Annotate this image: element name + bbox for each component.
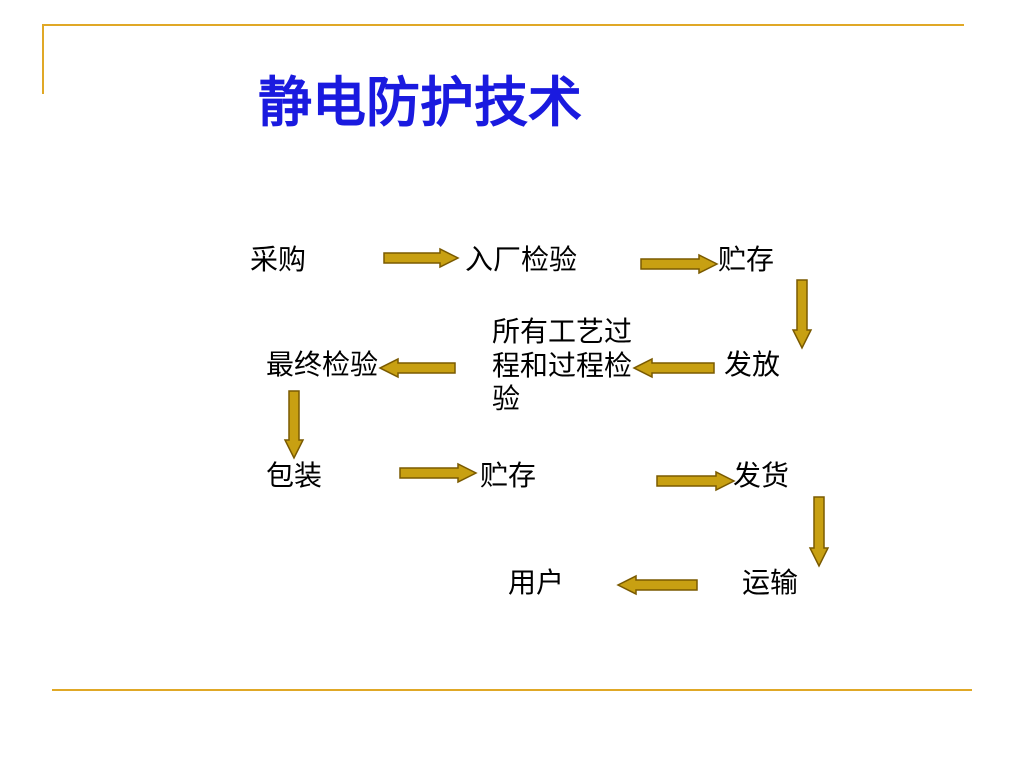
arrow-purchase-to-incoming: [383, 247, 460, 269]
left-accent-line: [42, 24, 44, 94]
node-shipment: 发货: [733, 459, 790, 492]
node-transport: 运输: [742, 566, 799, 599]
arrow-final-inspection-to-packaging: [283, 390, 305, 460]
node-storage-1: 贮存: [718, 243, 775, 276]
arrow-packaging-to-storage-2: [399, 462, 478, 484]
arrow-release-to-process: [632, 357, 715, 379]
node-final-inspection: 最终检验: [266, 348, 379, 381]
node-purchase: 采购: [250, 243, 307, 276]
node-packaging: 包装: [266, 459, 323, 492]
top-accent-line: [42, 24, 964, 26]
arrow-storage-2-to-shipment: [656, 470, 736, 492]
node-user: 用户: [508, 566, 565, 599]
node-release: 发放: [724, 348, 781, 381]
node-storage-2: 贮存: [480, 459, 537, 492]
arrow-transport-to-user: [616, 574, 698, 596]
bottom-accent-line: [52, 689, 972, 691]
node-all-process-inspection: 所有工艺过程和过程检验: [492, 315, 633, 416]
arrow-storage-1-to-release: [791, 279, 813, 350]
arrow-process-to-final-inspection: [378, 357, 456, 379]
arrow-shipment-to-transport: [808, 496, 830, 568]
arrow-incoming-to-storage-1: [640, 253, 719, 275]
slide-title: 静电防护技术: [258, 71, 582, 134]
node-incoming-inspection: 入厂检验: [465, 243, 578, 276]
